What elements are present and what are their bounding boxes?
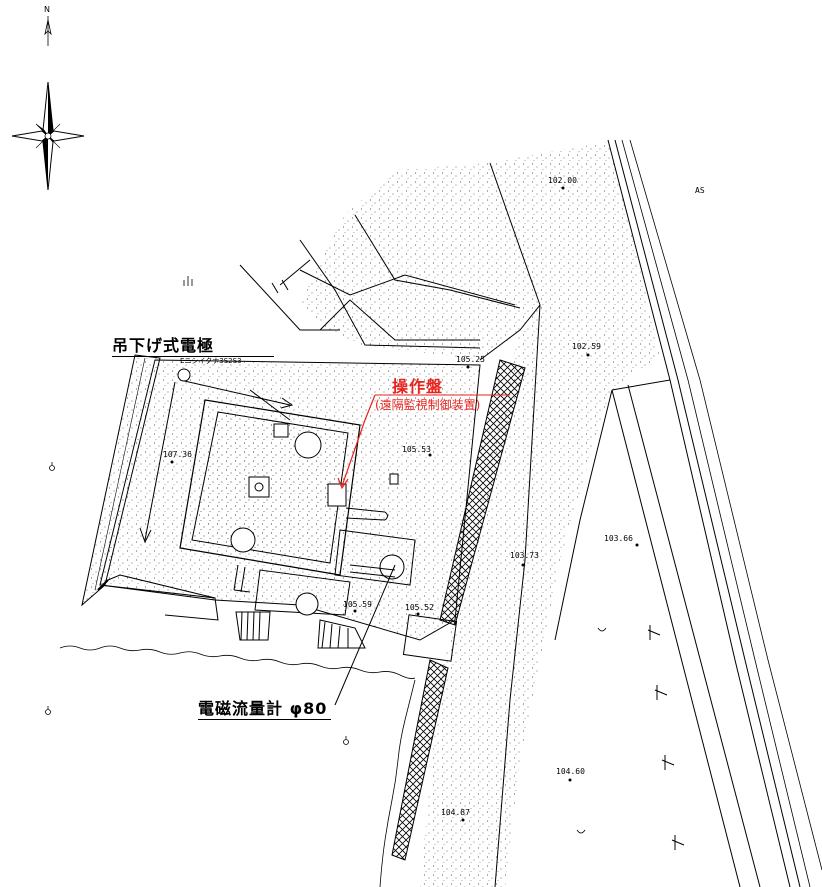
- pipes: [233, 507, 416, 616]
- tank-inner: [191, 411, 349, 564]
- tank-outer: [179, 399, 361, 576]
- elevation-label: 103.66: [604, 534, 633, 543]
- elevation-label: 105.52: [405, 603, 434, 612]
- elevation-label: 105.53: [402, 445, 431, 454]
- as-label: AS: [695, 186, 705, 195]
- elevation-label: 105.25: [456, 355, 485, 364]
- elevation-label: 107.36: [163, 450, 192, 459]
- steps: [97, 574, 366, 649]
- flowmeter-label: 電磁流量計 φ80: [198, 695, 332, 720]
- control-panel-leader: [341, 394, 376, 487]
- left-wall-inner: [94, 357, 146, 591]
- retaining-wall-hatched-lower: [391, 659, 449, 861]
- control-panel-label: 操作盤: [392, 377, 444, 396]
- manhole-2: [230, 527, 256, 553]
- control-panel-sub-label: (遠隔監視制御装置): [375, 398, 481, 412]
- road-edges: [554, 139, 822, 887]
- elevation-label: 104.60: [556, 767, 585, 776]
- electrode-box: [273, 423, 289, 438]
- elevation-label: 105.59: [343, 600, 372, 609]
- control-panel-box: [327, 483, 347, 507]
- elevation-label: 103.73: [510, 551, 539, 560]
- wall-ticks: [647, 625, 685, 850]
- flow-arrows: [139, 379, 396, 706]
- slope-area: [300, 142, 660, 887]
- north-label: N: [44, 5, 50, 14]
- left-wall: [81, 354, 161, 607]
- small-box: [389, 473, 399, 485]
- electrode-model-label: Eニシイクナ3S2S3: [180, 357, 242, 365]
- slope-lines: [239, 162, 541, 887]
- manhole-1: [294, 431, 322, 459]
- elevation-label: 102.00: [548, 176, 577, 185]
- electrode-icon: [177, 368, 191, 382]
- boundary-line: [59, 645, 416, 679]
- tree-symbols: [45, 276, 607, 834]
- valve-box: [248, 476, 270, 498]
- compass-rose-icon: [11, 16, 85, 191]
- survey-points: [170, 186, 639, 822]
- elevation-label: 102.59: [572, 342, 601, 351]
- suspended-electrode-label: 吊下げ式電極: [112, 332, 275, 357]
- elevation-label: 104.87: [441, 808, 470, 817]
